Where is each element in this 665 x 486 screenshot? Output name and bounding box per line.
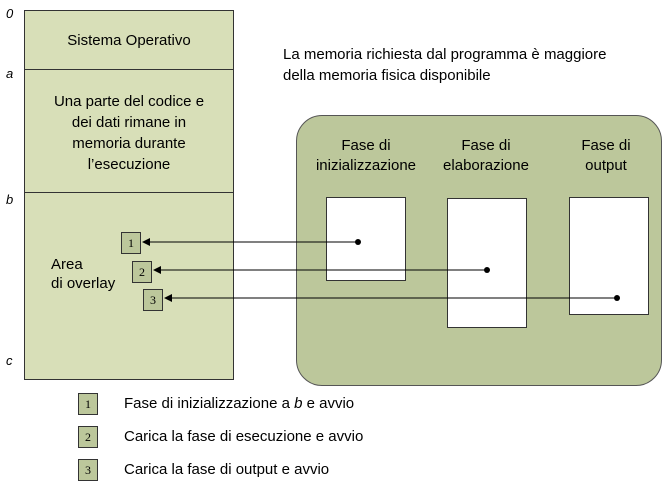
address-a-label: a — [6, 66, 14, 81]
address-0-label: 0 — [6, 6, 14, 21]
overlay-slot-1: 1 — [121, 232, 141, 254]
resident-code-block: Una parte del codice e dei dati rimane i… — [24, 69, 234, 193]
overlay-slot-2: 2 — [132, 261, 152, 283]
address-b-label: b — [6, 192, 14, 207]
legend-item-1-suffix: e avvio — [302, 395, 355, 412]
os-block-label: Sistema Operativo — [67, 32, 191, 49]
legend-item-1-text: Fase di inizializzazione a — [124, 395, 295, 412]
phase-init-title: Fase di inizializzazione — [315, 137, 417, 174]
legend-item-2: Carica la fase di esecuzione e avvio — [124, 428, 364, 445]
legend-number-2: 2 — [78, 426, 98, 448]
phase-output-box — [569, 197, 649, 315]
legend-number-3: 3 — [78, 459, 98, 481]
overlay-area-label: Area di overlay — [51, 256, 116, 292]
resident-code-label: Una parte del codice e dei dati rimane i… — [53, 93, 205, 173]
phase-processing-title: Fase di elaborazione — [443, 137, 529, 174]
overlay-slot-3: 3 — [143, 289, 163, 311]
overlay-area-block: Area di overlay — [24, 192, 234, 380]
phase-output-title: Fase di output — [581, 137, 631, 174]
address-c-label: c — [6, 353, 13, 368]
legend-number-1: 1 — [78, 393, 98, 415]
phase-init-box — [326, 197, 406, 281]
legend-item-3: Carica la fase di output e avvio — [124, 461, 330, 478]
memory-note: La memoria richiesta dal programma è mag… — [283, 46, 607, 84]
phase-processing-box — [447, 198, 527, 328]
legend-item-1: Fase di inizializzazione a b e avvio — [124, 394, 354, 414]
legend-item-1-var: b — [294, 395, 303, 412]
